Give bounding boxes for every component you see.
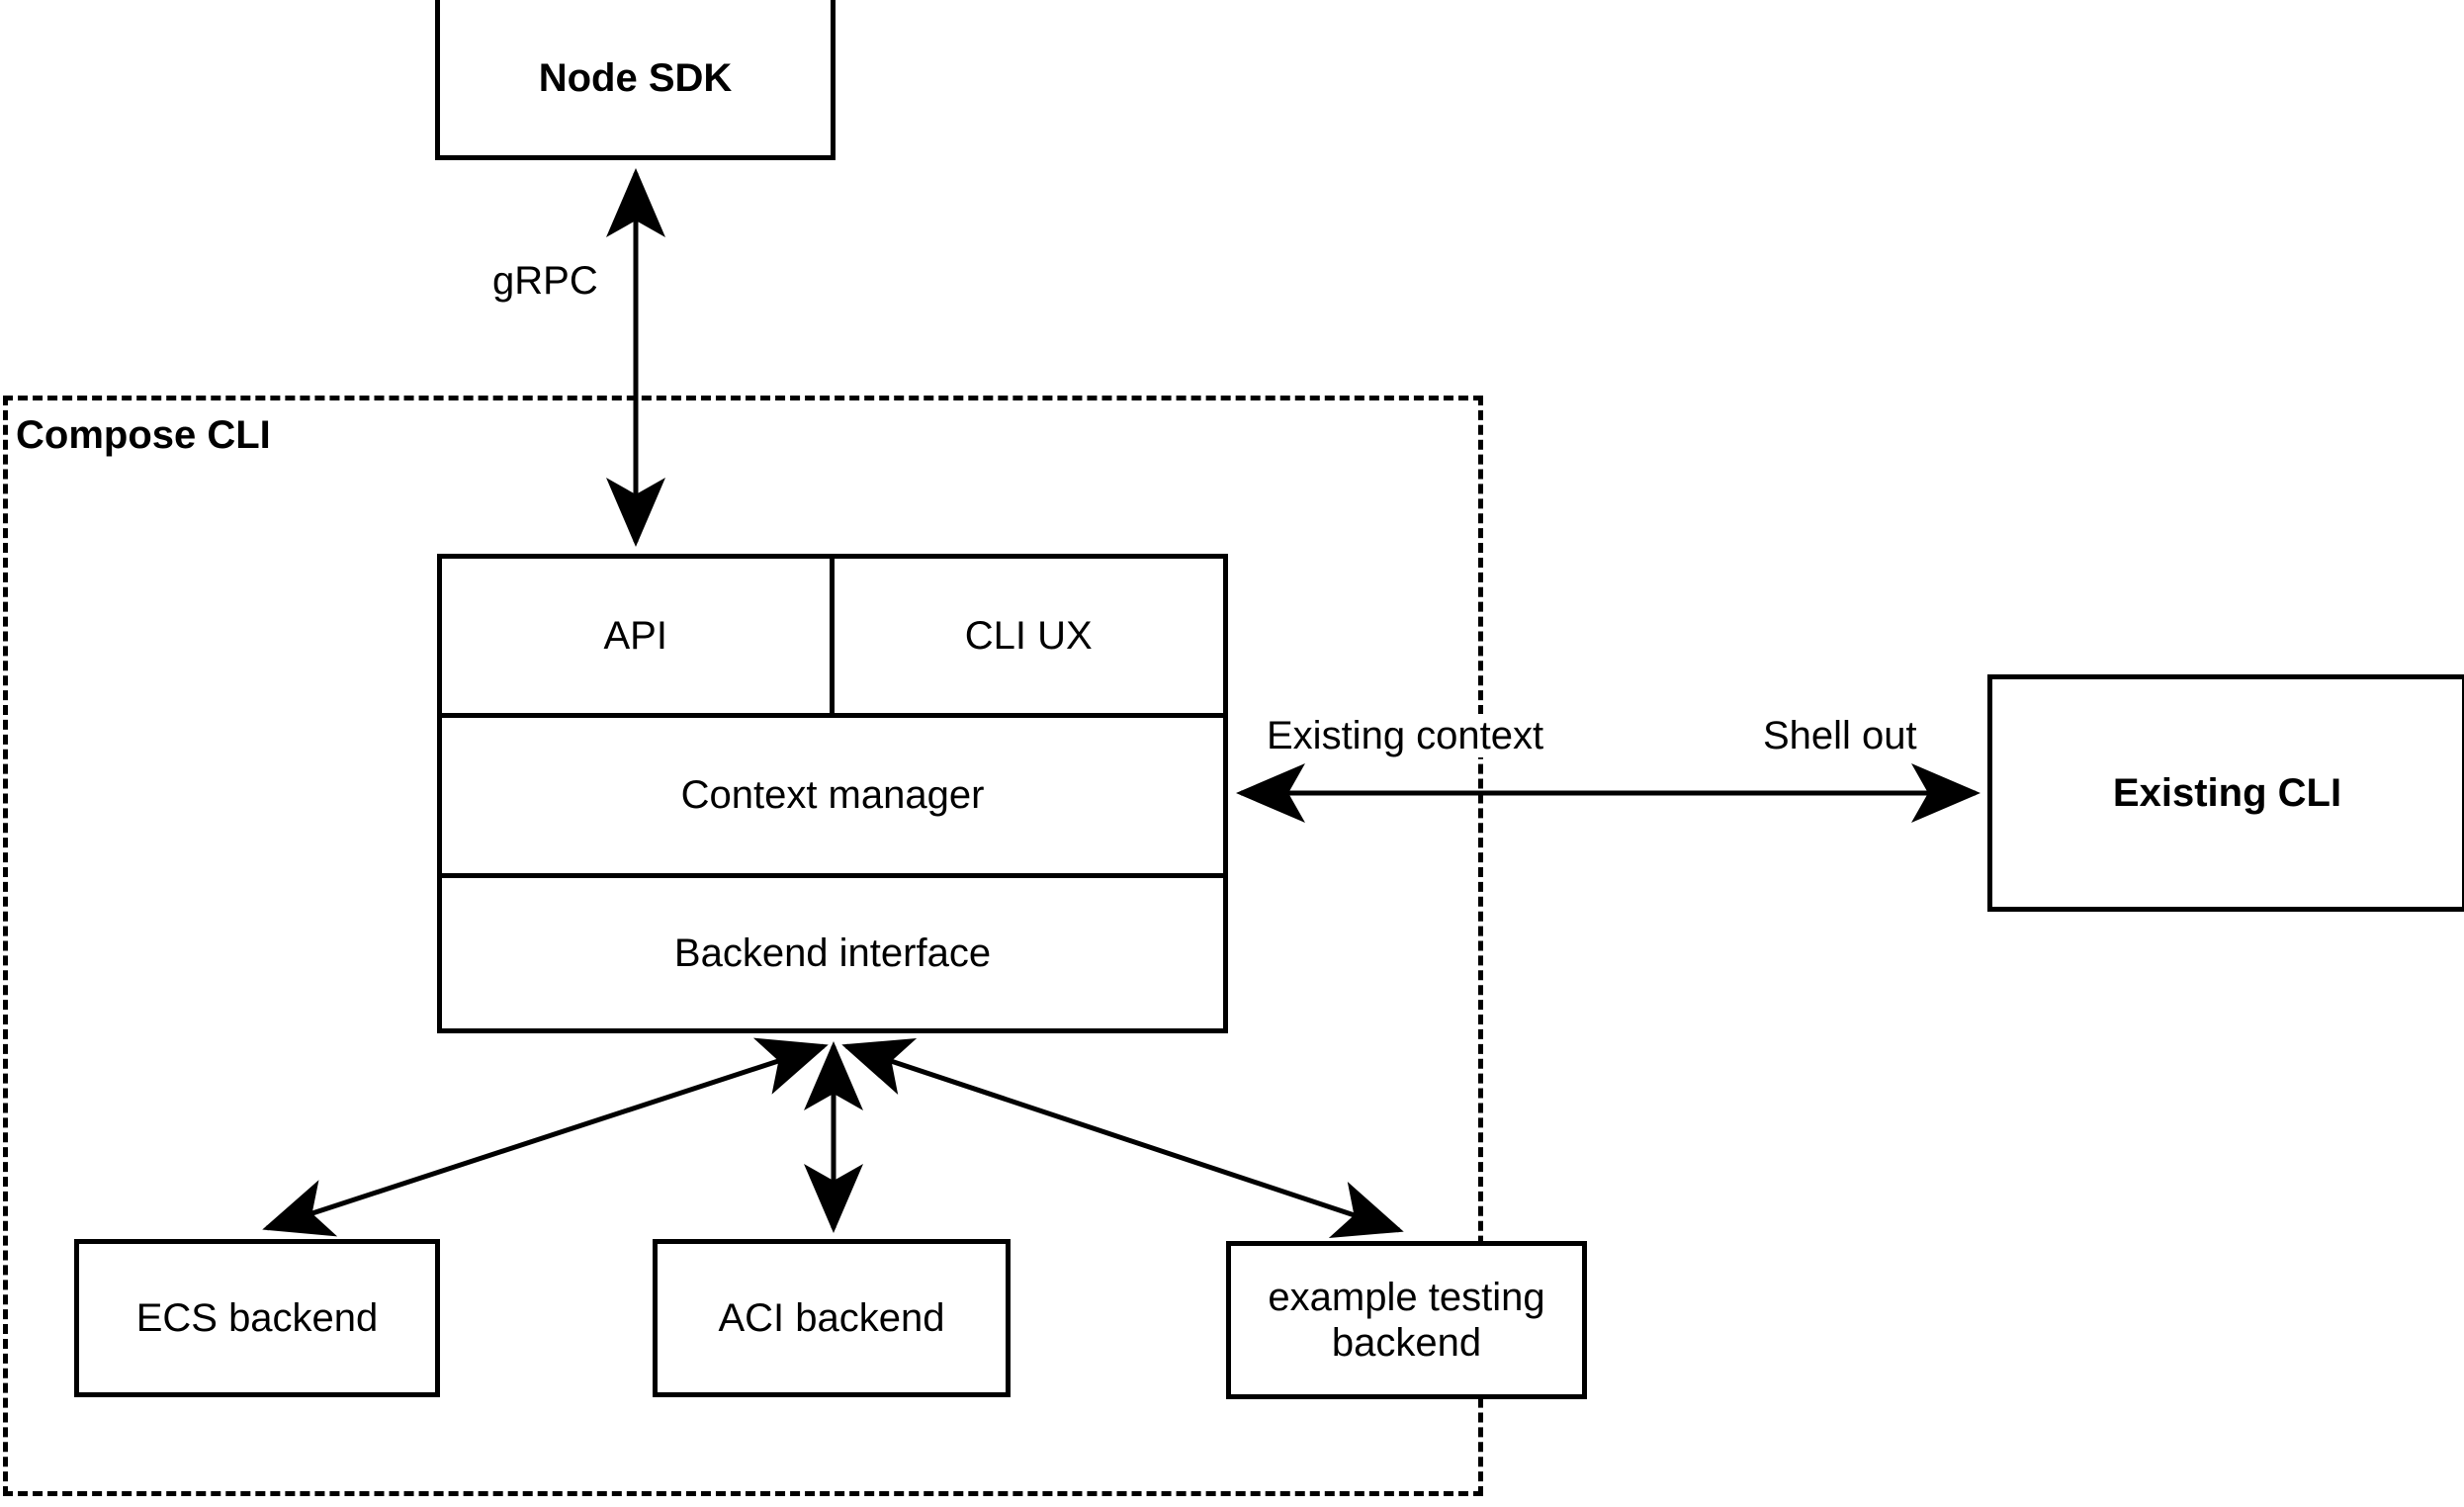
stack-cell-backend-interface-label: Backend interface: [673, 931, 992, 975]
stack-cell-api-label: API: [603, 613, 667, 658]
node-sdk-label: Node SDK: [538, 55, 733, 100]
ecs-backend-box[interactable]: ECS backend: [74, 1239, 440, 1397]
existing-cli-box[interactable]: Existing CLI: [1987, 674, 2464, 912]
ecs-backend-label: ECS backend: [135, 1296, 379, 1340]
existing-cli-label: Existing CLI: [2112, 771, 2342, 815]
edge-label-existing-context: Existing context: [1261, 714, 1550, 757]
edge-label-shell-out: Shell out: [1757, 714, 1923, 757]
stack-cell-context-manager[interactable]: Context manager: [442, 718, 1223, 873]
compose-cli-group-label: Compose CLI: [14, 413, 273, 458]
stack-row-backend-interface: Backend interface: [442, 878, 1223, 1028]
stack-cell-cli-ux[interactable]: CLI UX: [835, 559, 1224, 713]
stack-cell-backend-interface[interactable]: Backend interface: [442, 878, 1223, 1028]
compose-cli-group: [3, 396, 1483, 1496]
node-sdk-box[interactable]: Node SDK: [435, 0, 836, 160]
edge-label-grpc: gRPC: [486, 259, 604, 303]
example-testing-backend-box[interactable]: example testing backend: [1226, 1241, 1587, 1399]
stack-cell-cli-ux-label: CLI UX: [964, 613, 1093, 658]
compose-cli-stack: API CLI UX Context manager Backend inter…: [437, 554, 1228, 1033]
stack-row-api: API CLI UX: [442, 559, 1223, 718]
aci-backend-label: ACI backend: [718, 1296, 945, 1340]
stack-row-context-manager: Context manager: [442, 718, 1223, 878]
example-testing-backend-label: example testing backend: [1268, 1276, 1545, 1365]
stack-cell-api[interactable]: API: [442, 559, 835, 713]
aci-backend-box[interactable]: ACI backend: [653, 1239, 1011, 1397]
stack-cell-context-manager-label: Context manager: [680, 773, 985, 817]
